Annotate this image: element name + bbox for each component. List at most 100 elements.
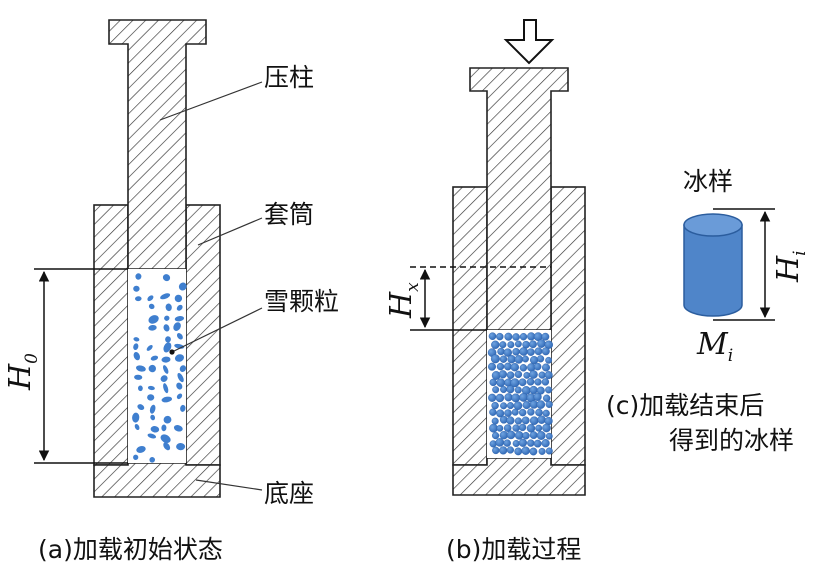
snow-particle [163, 415, 172, 424]
snow-particle [161, 424, 167, 432]
compacted-particle [488, 393, 497, 402]
snow-particle [176, 304, 183, 311]
panel-b: Hx (b)加载过程 [384, 19, 586, 564]
snow-particle [163, 324, 170, 332]
compacted-particle [533, 439, 542, 448]
compacted-particle [518, 438, 528, 447]
compacted-particle [529, 447, 538, 456]
sleeve-left-wall [93, 204, 129, 466]
compacted-particle [522, 432, 530, 440]
compacted-particle [489, 378, 497, 387]
leader-snow-dot [169, 349, 175, 355]
compacted-particle [545, 447, 553, 455]
compacted-particle [529, 356, 539, 365]
compacted-particle [499, 446, 508, 455]
compacted-particle [534, 347, 543, 356]
mi-label: Mi [696, 327, 733, 366]
compacted-particle [529, 431, 538, 439]
compacted-particle [510, 363, 519, 372]
snow-particle [176, 333, 183, 340]
compacted-particle [544, 371, 553, 380]
compacted-particle [541, 332, 550, 341]
compacted-particle [499, 431, 509, 440]
compacted-particle [506, 416, 515, 425]
load-arrow-icon [503, 19, 555, 65]
compacted-particle [529, 370, 538, 379]
snow-particle [149, 404, 156, 414]
sleeve-left-wall-b [452, 186, 488, 466]
compacted-particle [496, 424, 504, 432]
snow-particle [178, 282, 187, 291]
leader-sleeve [197, 217, 263, 246]
compacted-particle [519, 347, 528, 356]
compacted-particle [545, 386, 553, 394]
snow-particle [173, 322, 181, 331]
compacted-particle [529, 340, 537, 349]
compacted-particle [545, 356, 552, 364]
compacted-particle [514, 431, 524, 440]
compacted-particle [533, 362, 542, 371]
compacted-particle [503, 362, 512, 371]
caption-c-line1: (c)加载结束后 [606, 391, 764, 420]
compacted-particle [491, 417, 499, 425]
snow-particle [162, 274, 171, 282]
compacted-particle [522, 355, 529, 363]
snow-particle [137, 404, 145, 411]
compacted-particle [529, 385, 538, 395]
compacted-particle [536, 400, 546, 409]
compacted-particle [504, 409, 512, 417]
compacted-particle [541, 347, 550, 356]
compacted-snow [487, 332, 553, 456]
compacted-particle [506, 385, 515, 394]
compacted-particle [500, 402, 508, 410]
snow-particle [137, 385, 143, 392]
sleeve-right-wall-b [550, 186, 586, 466]
compacted-particle [504, 332, 513, 341]
compacted-particle [499, 341, 507, 349]
compacted-particle [507, 355, 516, 364]
snow-particle [132, 412, 140, 423]
compacted-particle [523, 371, 531, 379]
caption-a: (a)加载初始状态 [38, 535, 223, 564]
compacted-particle [526, 377, 535, 386]
snow-particles [132, 273, 187, 463]
snow-particle [147, 433, 157, 439]
compacted-particle [491, 340, 500, 349]
snow-particle [134, 374, 143, 380]
compacted-particle [489, 423, 498, 433]
compacted-particle [519, 364, 528, 372]
compacted-particle [537, 339, 546, 348]
compacted-particle [527, 408, 535, 416]
compacted-particle [514, 355, 524, 364]
compacted-particle [518, 378, 527, 387]
snow-particle [148, 364, 157, 373]
snow-particle [176, 393, 183, 400]
base [93, 462, 221, 498]
snow-particle [180, 404, 186, 412]
compacted-particle [515, 340, 522, 348]
snow-particle [147, 295, 154, 302]
snow-particle [150, 355, 159, 361]
snow-particle [149, 456, 155, 463]
compacted-particle [504, 393, 513, 402]
compacted-particle [542, 409, 550, 417]
snow-particle [164, 315, 170, 321]
compacted-particle [527, 348, 535, 356]
panel-c: 冰样 Hi Mi (c)加载结束后 得到的冰样 [606, 167, 810, 455]
compacted-particle [506, 446, 515, 454]
caption-b: (b)加载过程 [446, 535, 581, 564]
label-base: 底座 [264, 479, 314, 508]
compacted-particle [496, 362, 505, 371]
compacted-particle [512, 424, 520, 432]
ice-cylinder-top [683, 213, 743, 237]
label-plunger: 压柱 [264, 63, 314, 92]
compacted-particle [537, 415, 546, 424]
caption-c-line2: 得到的冰样 [669, 426, 794, 455]
compacted-particle [489, 440, 497, 448]
snow-particle [133, 454, 139, 460]
compacted-particle [507, 402, 515, 410]
compacted-particle [545, 432, 553, 440]
snow-particle [176, 442, 186, 451]
compacted-particle [511, 393, 521, 403]
